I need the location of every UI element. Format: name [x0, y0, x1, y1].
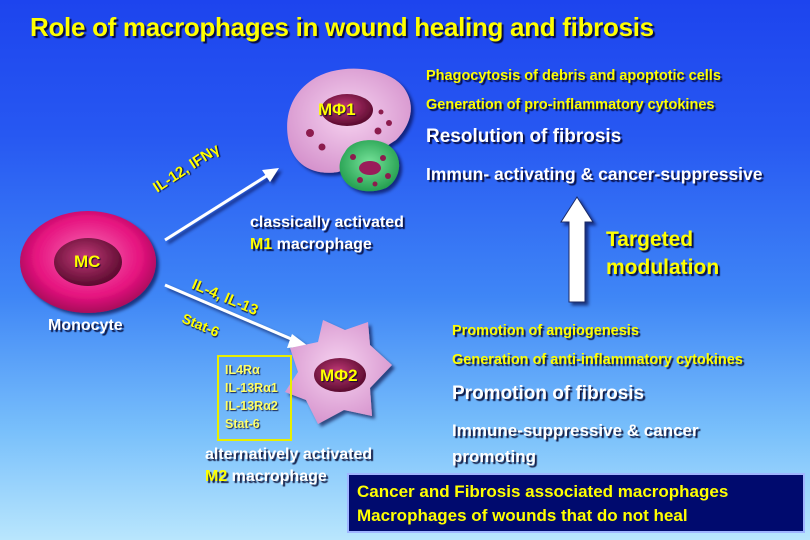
- m2-caption-line1: alternatively activated: [205, 446, 373, 463]
- arrow-to-m1: [164, 168, 279, 242]
- modulation-line1: Targeted: [606, 228, 694, 251]
- m1-caption-prefix: M1: [250, 236, 273, 253]
- modulation-line2: modulation: [606, 256, 720, 279]
- arrow-to-m2: [164, 283, 308, 348]
- m2-effect-cytokines: Generation of anti-inflammatory cytokine…: [452, 352, 743, 368]
- m2-effect-angiogenesis: Promotion of angiogenesis: [452, 323, 639, 339]
- receptor-item: IL-13Rα2: [225, 399, 278, 413]
- monocyte-caption: Monocyte: [48, 317, 123, 334]
- m2-effect-immune-line1: Immune-suppressive & cancer: [452, 421, 699, 440]
- m1-effect-cytokines: Generation of pro-inflammatory cytokines: [426, 97, 715, 113]
- m1-effect-phagocytosis: Phagocytosis of debris and apoptotic cel…: [426, 68, 721, 84]
- receptor-item: Stat-6: [225, 417, 260, 431]
- monocyte-cell: [20, 211, 156, 313]
- m1-caption-suffix: macrophage: [272, 236, 372, 253]
- m2-macrophage-cell: [285, 320, 392, 424]
- apoptotic-cell: [339, 140, 400, 192]
- m2-effect-immune-line2: promoting: [452, 447, 537, 466]
- m1-effect-immune: Immun- activating & cancer-suppressive: [426, 164, 763, 184]
- page-title: Role of macrophages in wound healing and…: [30, 12, 654, 42]
- m1-effect-resolution: Resolution of fibrosis: [426, 126, 622, 147]
- targeted-modulation-arrow: [560, 196, 594, 303]
- m1-caption-line1: classically activated: [250, 214, 404, 231]
- receptor-item: IL4Rα: [225, 363, 260, 377]
- m2-caption-prefix: M2: [205, 468, 228, 485]
- m2-caption-suffix: macrophage: [227, 468, 327, 485]
- receptor-item: IL-13Rα1: [225, 381, 278, 395]
- associated-macrophages-box: Cancer and Fibrosis associated macrophag…: [347, 473, 805, 533]
- m2-receptor-box: IL4Rα IL-13Rα1 IL-13Rα2 Stat-6: [217, 355, 292, 441]
- associated-line2: Macrophages of wounds that do not heal: [357, 506, 688, 525]
- associated-line1: Cancer and Fibrosis associated macrophag…: [357, 482, 729, 501]
- m2-effect-fibrosis: Promotion of fibrosis: [452, 383, 645, 404]
- m2-cell-label: MΦ2: [320, 366, 358, 385]
- m1-caption-line2: M1 macrophage: [250, 236, 372, 254]
- m1-cell-label: MΦ1: [318, 100, 356, 119]
- monocyte-cell-label: MC: [74, 252, 101, 271]
- m2-caption-line2: M2 macrophage: [205, 468, 327, 486]
